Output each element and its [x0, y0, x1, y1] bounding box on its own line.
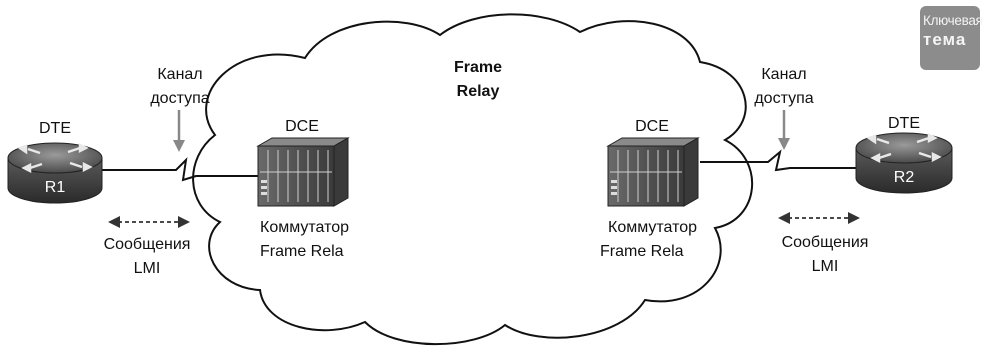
router-r2-icon: [855, 132, 953, 194]
right-access-label-line1: Канал: [761, 66, 806, 83]
right-dce-label: DCE: [635, 118, 669, 135]
left-lmi-arrow: [108, 216, 190, 228]
left-access-link: [100, 157, 258, 182]
right-access-label-line2: доступа: [754, 90, 813, 107]
router-r2-label: R2: [894, 169, 915, 186]
left-dce-label: DCE: [285, 118, 319, 135]
left-lmi-label-line2: LMI: [134, 260, 161, 277]
right-lmi-label-line2: LMI: [812, 258, 839, 275]
left-switch-label-line2: Frame Rela: [260, 243, 344, 260]
right-lmi-label-line1: Сообщения: [782, 234, 869, 251]
right-switch-label-line1: Коммутатор: [608, 219, 697, 236]
key-topic-badge-line1: Ключевая: [923, 13, 983, 28]
right-access-link: [700, 149, 858, 172]
cloud-label-line2: Relay: [457, 83, 500, 100]
right-lmi-arrow: [778, 212, 860, 224]
left-dte-label: DTE: [39, 120, 71, 137]
frame-relay-switch-right-icon: [606, 137, 700, 207]
router-r1-label: R1: [45, 179, 66, 196]
key-topic-badge: Ключевая тема: [920, 6, 983, 70]
router-r1-icon: [7, 142, 103, 204]
frame-relay-switch-left-icon: [256, 137, 350, 207]
right-dte-label: DTE: [888, 115, 920, 132]
left-access-label-line1: Канал: [157, 66, 202, 83]
left-switch-label-line1: Коммутатор: [260, 219, 349, 236]
left-access-arrow: [173, 110, 185, 152]
right-access-arrow: [778, 110, 790, 150]
key-topic-badge-line2: тема: [923, 30, 967, 49]
frame-relay-cloud: [192, 13, 754, 346]
left-lmi-label-line1: Сообщения: [104, 236, 191, 253]
left-access-label-line2: доступа: [150, 90, 209, 107]
right-switch-label-line2: Frame Rela: [600, 243, 684, 260]
cloud-label-line1: Frame: [454, 59, 502, 76]
